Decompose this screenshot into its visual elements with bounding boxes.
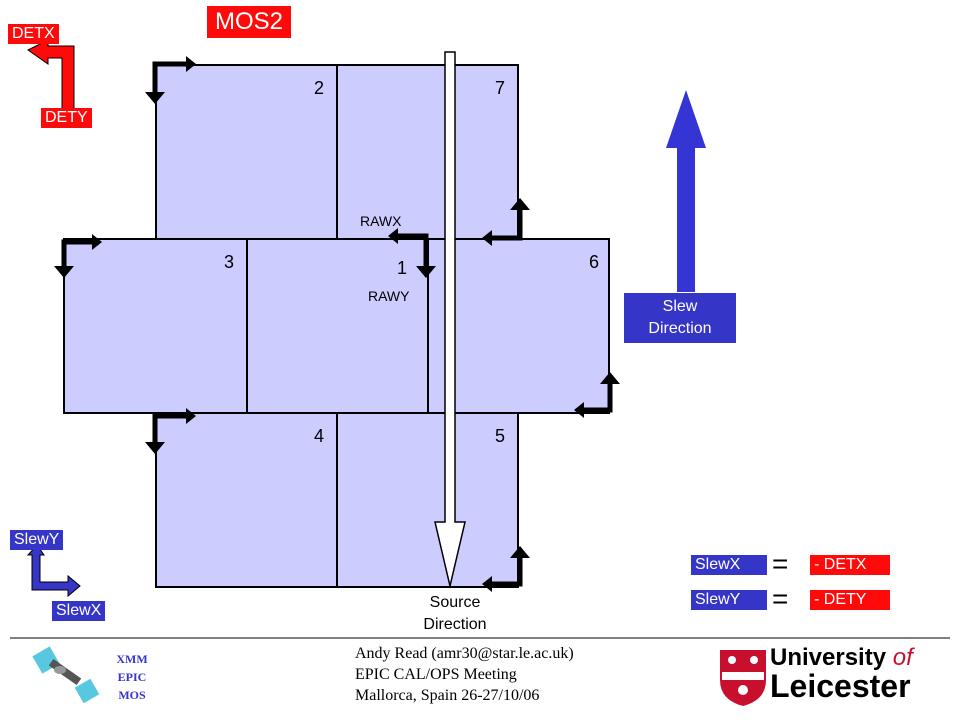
slewy-slewx-arrow — [26, 544, 81, 598]
chip-6 — [427, 238, 610, 414]
slew-direction-arrow — [666, 90, 706, 292]
source-direction-arrow — [434, 51, 466, 587]
chip-label-5: 5 — [495, 426, 506, 446]
corner-arrow-chip-3 — [54, 234, 102, 278]
author-line-2: EPIC CAL/OPS Meeting — [355, 666, 517, 683]
dety-label: DETY — [41, 108, 92, 128]
xmm-satellite-icon — [32, 646, 100, 704]
source-direction-line1: Source — [429, 594, 481, 611]
chip-1 — [246, 238, 429, 414]
author-line-3: Mallorca, Spain 26-27/10/06 — [355, 687, 540, 704]
chip-3 — [63, 238, 248, 414]
corner-arrows — [54, 56, 620, 592]
chip-4 — [155, 412, 338, 588]
xmm-epic-mos-logo-text: XMM EPIC MOS — [104, 650, 160, 704]
logo-line-2: EPIC — [117, 670, 147, 684]
title-box: MOS2 — [207, 6, 292, 38]
chip-2 — [155, 64, 338, 240]
slew-direction-box: Slew Direction — [624, 293, 736, 343]
corner-arrow-chip-4 — [145, 408, 196, 454]
source-direction-line2: Direction — [423, 616, 487, 633]
university-of: of — [892, 644, 913, 671]
chip-label-7: 7 — [495, 78, 506, 98]
source-direction-label: Source Direction — [405, 592, 505, 636]
equation-2-equals: = — [772, 583, 789, 614]
author-block: Andy Read (amr30@star.le.ac.uk) EPIC CAL… — [355, 643, 574, 706]
university-logo-text: University of Leicester — [770, 644, 913, 704]
chip-label-4: 4 — [314, 426, 325, 446]
chip-label-6: 6 — [589, 252, 600, 272]
author-line-1: Andy Read (amr30@star.le.ac.uk) — [355, 645, 574, 662]
chip-label-3: 3 — [224, 252, 235, 272]
slew-direction-line1: Slew — [662, 298, 698, 315]
detx-label: DETX — [8, 24, 59, 44]
chip-label-2: 2 — [314, 78, 325, 98]
rawx-label: RAWX — [360, 213, 402, 229]
corner-arrow-chip-1 — [388, 228, 436, 278]
equation-2-right: - DETY — [810, 590, 890, 610]
corner-arrow-chip-6-lower — [574, 372, 620, 418]
slewx-label: SlewX — [52, 601, 106, 621]
university-crest-icon — [720, 650, 766, 706]
corner-arrow-chip-2 — [145, 56, 196, 104]
equation-1-equals: = — [772, 548, 789, 579]
slew-direction-line2: Direction — [648, 320, 712, 337]
corner-arrow-chip-5 — [482, 546, 530, 592]
corner-arrow-chip-6 — [482, 198, 530, 246]
equation-2-left: SlewY — [691, 590, 767, 610]
logo-line-1: XMM — [116, 652, 148, 666]
logo-line-3: MOS — [118, 688, 146, 702]
rawy-label: RAWY — [368, 288, 410, 304]
slewy-label: SlewY — [10, 530, 64, 550]
university-leicester: Leicester — [770, 668, 911, 704]
chip-5 — [336, 412, 519, 588]
equation-1-left: SlewX — [691, 555, 767, 575]
university-word: University — [770, 644, 887, 671]
equation-1-right: - DETX — [810, 555, 890, 575]
chip-label-1: 1 — [397, 258, 408, 278]
chip-7 — [336, 64, 519, 240]
page-title: MOS2 — [215, 8, 284, 35]
